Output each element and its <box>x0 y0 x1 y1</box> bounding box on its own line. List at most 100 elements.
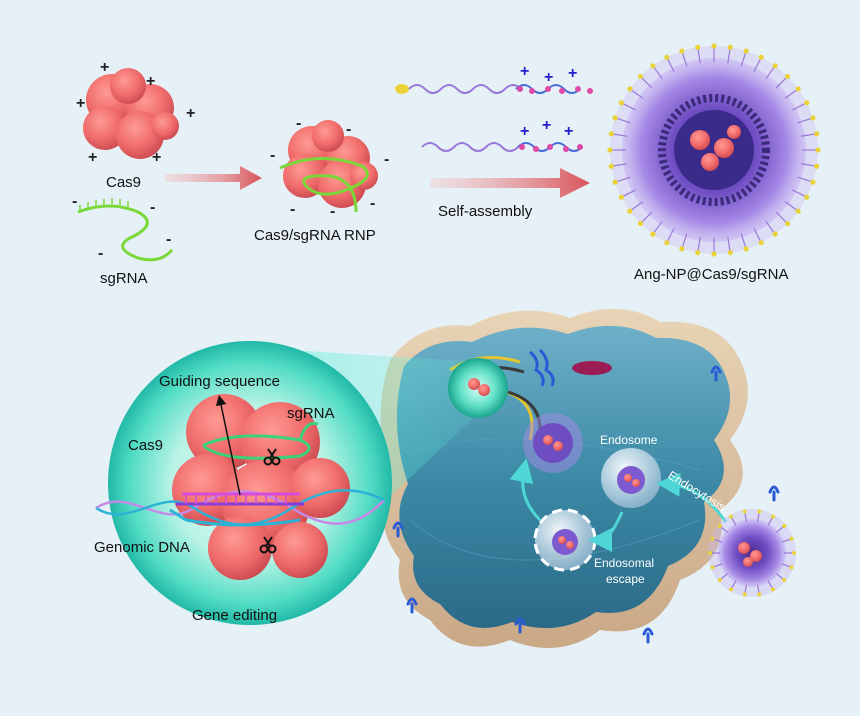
sgrna-label: sgRNA <box>100 270 148 287</box>
peg-tip <box>727 44 733 50</box>
peg-tip <box>608 131 614 137</box>
external-nanoparticle-icon <box>708 509 796 597</box>
charge-plus-icon: + <box>88 149 97 166</box>
escaping-endosome-icon <box>533 508 597 572</box>
peg-tip <box>795 86 801 92</box>
peg-tip <box>815 147 821 153</box>
escape-to-cytosol-arrow <box>509 458 542 522</box>
peg-tip <box>727 250 733 256</box>
peg-strand <box>614 117 631 124</box>
inset-sgrna-strand-icon <box>202 421 319 460</box>
charge-minus-icon: - <box>370 195 375 212</box>
charge-plus-icon: + <box>100 59 109 76</box>
peg-strand <box>753 57 762 72</box>
peg-strand <box>740 50 747 67</box>
peg-tip <box>757 509 762 514</box>
arrow-self-assembly <box>430 168 590 198</box>
charge-plus-icon: + <box>146 73 155 90</box>
charge-minus-icon: - <box>72 193 77 210</box>
peg-tip <box>664 240 670 246</box>
polymer-chain-icon <box>395 84 593 94</box>
endosome-icon <box>601 448 661 508</box>
charge-minus-icon: - <box>98 245 103 262</box>
endosomal-label: Endosomal <box>594 556 655 570</box>
charge-plus-icon: + <box>542 117 551 134</box>
peg-tip <box>711 43 717 49</box>
peg-strand <box>640 211 653 224</box>
escape-label: escape <box>606 572 645 586</box>
receptor-icon <box>392 521 404 538</box>
receptor-icon <box>768 485 780 502</box>
peg-strand <box>614 176 631 183</box>
peg-tip <box>608 163 614 169</box>
peg-tip <box>679 246 685 252</box>
peg-strand <box>775 211 788 224</box>
peg-tip <box>758 54 764 60</box>
nanoparticle-label: Ang-NP@Cas9/sgRNA <box>634 266 789 283</box>
peg-strand <box>611 163 628 167</box>
peg-tip <box>607 147 613 153</box>
charge-plus-icon: + <box>544 69 553 86</box>
peg-tip <box>758 240 764 246</box>
sgrna-dna-pairing <box>169 492 304 527</box>
peg-tip <box>782 577 787 582</box>
peg-strand <box>792 102 807 111</box>
sgrna-strand-icon <box>77 198 174 262</box>
charge-minus-icon: - <box>150 199 155 216</box>
peg-strand <box>611 133 628 137</box>
released-nanoparticle-icon <box>523 413 583 473</box>
peg-tip <box>772 231 778 237</box>
charge-plus-icon: + <box>186 105 195 122</box>
peg-strand <box>800 163 817 167</box>
peg-tip <box>743 48 749 54</box>
peg-tip <box>612 115 618 121</box>
charge-plus-icon: + <box>564 123 573 140</box>
peg-tip <box>742 592 747 597</box>
peg-strand <box>640 76 653 89</box>
peg-tip <box>757 592 762 597</box>
peg-strand <box>740 233 747 250</box>
endosome-to-escape-arrow <box>588 511 624 552</box>
peg-tip <box>771 587 775 592</box>
guiding-sequence-pointer <box>215 394 241 496</box>
inset-cas9-label: Cas9 <box>128 437 164 454</box>
cas9-label: Cas9 <box>106 174 142 191</box>
peg-tip <box>743 246 749 252</box>
peg-tip <box>814 131 820 137</box>
scissors-icon <box>259 536 277 554</box>
peg-tip <box>664 54 670 60</box>
peg-tip <box>612 179 618 185</box>
peg-tip <box>792 551 796 555</box>
peg-tip <box>789 565 794 570</box>
scissors-icon <box>263 448 281 466</box>
endosome-label: Endosome <box>600 433 658 447</box>
peg-strand <box>666 57 675 72</box>
peg-tip <box>717 524 722 529</box>
peg-tip <box>717 577 722 582</box>
charge-plus-icon: + <box>568 65 577 82</box>
polymer-positive-charges: + + + + + + <box>520 63 577 140</box>
cas9-protein-icon <box>83 68 179 159</box>
peg-tip <box>695 44 701 50</box>
peg-tip <box>695 250 701 256</box>
external-nanoparticle-peg-tips <box>708 509 796 597</box>
peg-strand <box>629 88 644 99</box>
peg-tip <box>814 163 820 169</box>
charge-plus-icon: + <box>152 149 161 166</box>
peg-tip <box>679 48 685 54</box>
peg-tip <box>627 208 633 214</box>
cas9-positive-charges: + + + + + + <box>76 59 195 166</box>
peg-strand <box>765 220 776 235</box>
receptor-icon <box>642 627 654 644</box>
peg-tip <box>742 509 747 514</box>
peg-strand <box>629 201 644 212</box>
receptor-icon <box>406 597 418 614</box>
peg-tip <box>729 587 733 592</box>
rnp-negative-charges: - - - - - - - <box>270 115 389 220</box>
charge-minus-icon: - <box>330 203 335 220</box>
peg-strand <box>652 220 663 235</box>
receptor-icon <box>710 365 722 382</box>
peg-tip <box>708 551 712 555</box>
peg-strand <box>681 50 688 67</box>
peg-strand <box>792 189 807 198</box>
